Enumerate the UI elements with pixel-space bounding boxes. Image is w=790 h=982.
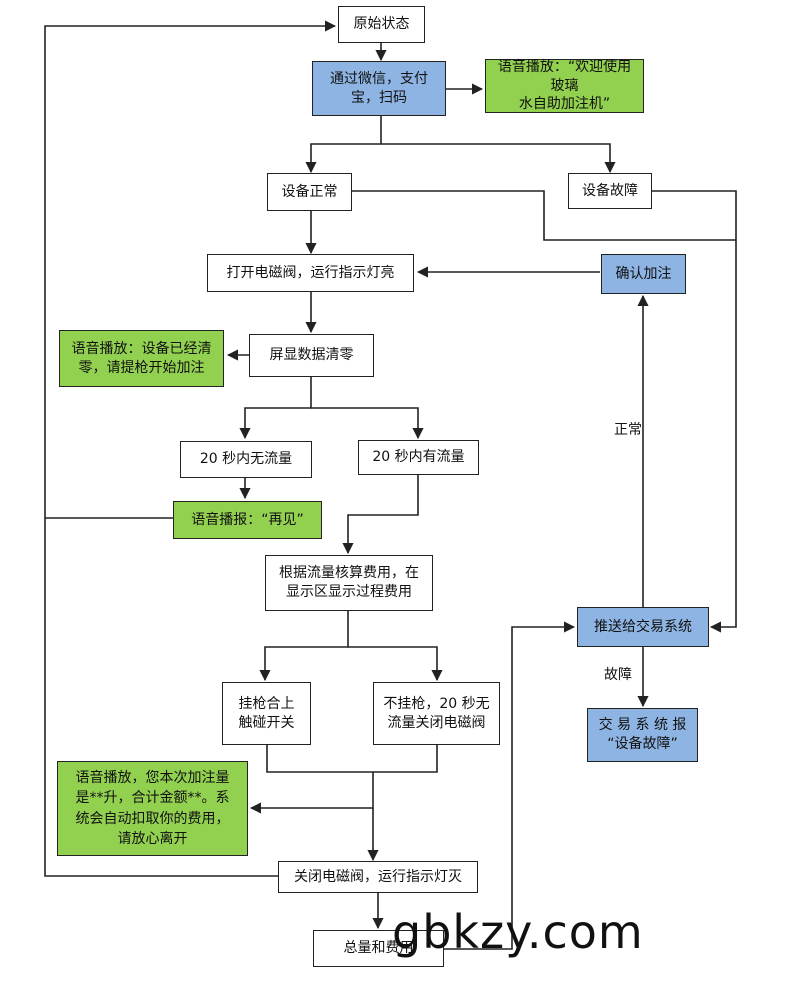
node-push-trade-system: 推送给交易系统	[577, 607, 709, 647]
node-voice-welcome: 语音播放：“欢迎使用玻璃 水自助加注机”	[485, 59, 644, 113]
edge-label-fault: 故障	[604, 667, 632, 683]
node-close-valve: 关闭电磁阀，运行指示灯灭	[278, 861, 478, 893]
node-voice-bye: 语音播报：“再见”	[173, 501, 322, 539]
node-voice-ready: 语音播放：设备已经清 零，请提枪开始加注	[59, 330, 224, 387]
node-voice-total: 语音播放，您本次加注量 是**升，合计金额**。系 统会自动扣取你的费用， 请放…	[57, 761, 248, 856]
node-calc-fee: 根据流量核算费用，在 显示区显示过程费用	[265, 555, 433, 611]
node-start: 原始状态	[338, 6, 425, 43]
node-has-flow: 20 秒内有流量	[358, 440, 479, 475]
node-confirm-fill: 确认加注	[601, 254, 686, 294]
node-trade-report-fault: 交 易 系 统 报 “设备故障”	[587, 708, 698, 762]
node-total-fee: 总量和费用	[313, 930, 444, 967]
node-no-flow: 20 秒内无流量	[180, 441, 312, 478]
node-no-hang-gun: 不挂枪，20 秒无 流量关闭电磁阀	[373, 682, 500, 745]
node-open-valve: 打开电磁阀，运行指示灯亮	[207, 254, 414, 292]
edge-label-normal: 正常	[614, 422, 642, 438]
node-device-normal: 设备正常	[267, 173, 352, 211]
node-device-fault: 设备故障	[568, 173, 652, 209]
node-scan-payment: 通过微信，支付 宝，扫码	[312, 61, 446, 116]
watermark-text: gbkzy.com	[392, 905, 644, 959]
node-hang-gun: 挂枪合上 触碰开关	[222, 682, 311, 745]
node-clear-display: 屏显数据清零	[249, 334, 374, 377]
